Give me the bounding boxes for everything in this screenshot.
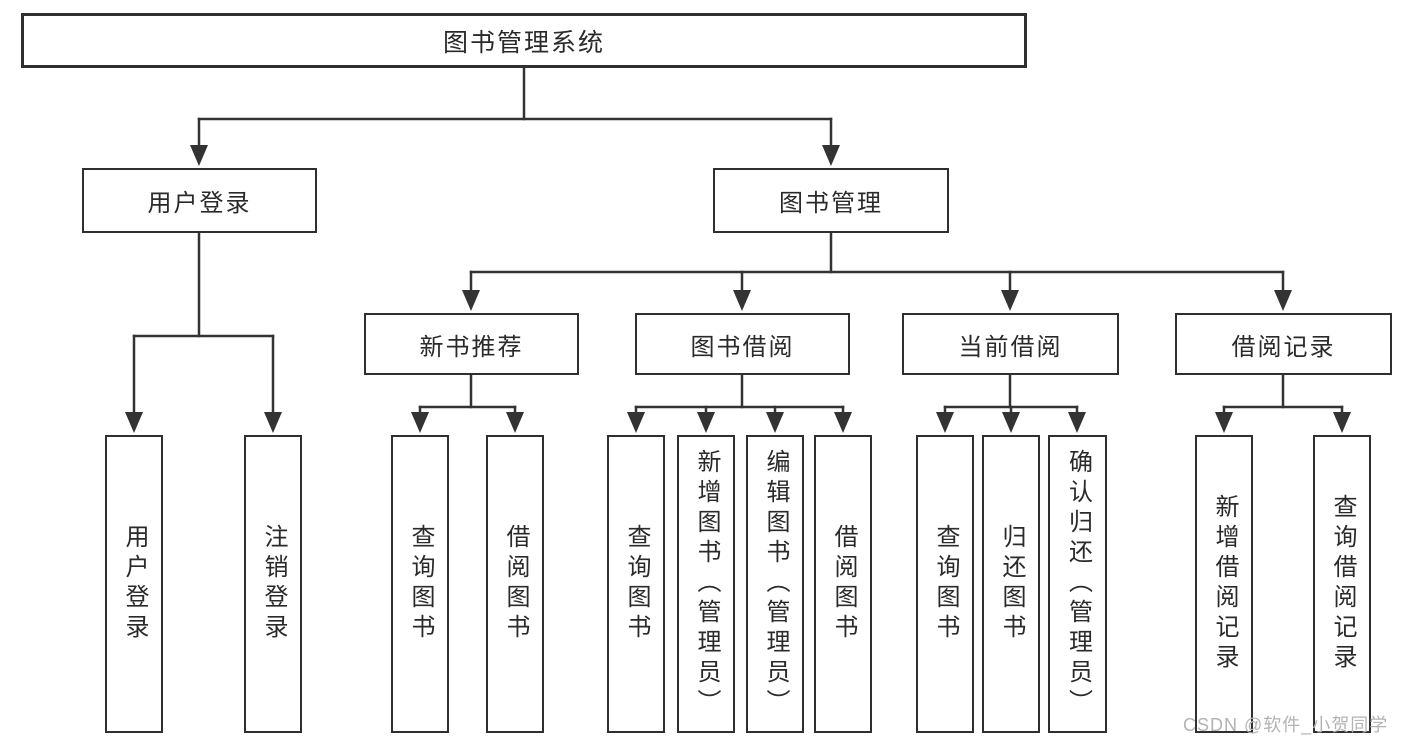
- leaf-bb-borrow-books-label: 借阅图书: [830, 524, 857, 644]
- leaf-cb-return-books: 归还图书: [982, 435, 1040, 733]
- node-book-management-label: 图书管理: [779, 190, 883, 217]
- leaf-br-add-record: 新增借阅记录: [1195, 435, 1253, 733]
- leaf-logout: 注销登录: [244, 435, 302, 733]
- leaf-nb-query-books: 查询图书: [391, 435, 449, 733]
- node-borrow-records: 借阅记录: [1175, 313, 1392, 375]
- node-current-borrow-label: 当前借阅: [958, 333, 1063, 361]
- node-user-login: 用户登录: [82, 168, 317, 233]
- leaf-cb-confirm-return: 确认归还（管理员）: [1048, 435, 1107, 733]
- node-book-management: 图书管理: [713, 168, 949, 233]
- leaf-bb-edit-books-label: 编辑图书（管理员）: [762, 449, 789, 719]
- leaf-bb-borrow-books: 借阅图书: [814, 435, 872, 733]
- leaf-user-login: 用户登录: [105, 435, 163, 733]
- leaf-cb-query-books: 查询图书: [916, 435, 974, 733]
- node-borrow-records-label: 借阅记录: [1231, 333, 1336, 361]
- leaf-br-query-record-label: 查询借阅记录: [1329, 494, 1356, 674]
- leaf-nb-query-books-label: 查询图书: [407, 524, 434, 644]
- leaf-cb-query-books-label: 查询图书: [932, 524, 959, 644]
- node-root-system-label: 图书管理系统: [442, 28, 605, 57]
- leaf-nb-borrow-books: 借阅图书: [486, 435, 544, 733]
- leaf-br-add-record-label: 新增借阅记录: [1211, 494, 1238, 674]
- node-book-borrow: 图书借阅: [635, 313, 850, 375]
- leaf-bb-query-books: 查询图书: [607, 435, 665, 733]
- node-current-borrow: 当前借阅: [902, 313, 1119, 375]
- node-book-borrow-label: 图书借阅: [690, 333, 795, 361]
- watermark: CSDN @软件_小贺同学: [1183, 715, 1389, 735]
- leaf-logout-label: 注销登录: [260, 524, 287, 644]
- leaf-bb-query-books-label: 查询图书: [623, 524, 650, 644]
- node-new-book-recommend: 新书推荐: [364, 313, 579, 375]
- node-user-login-label: 用户登录: [147, 190, 252, 217]
- leaf-bb-add-books: 新增图书（管理员）: [677, 435, 735, 733]
- leaf-bb-add-books-label: 新增图书（管理员）: [693, 449, 720, 719]
- leaf-cb-confirm-return-label: 确认归还（管理员）: [1064, 449, 1092, 719]
- node-new-book-recommend-label: 新书推荐: [419, 333, 524, 361]
- leaf-nb-borrow-books-label: 借阅图书: [502, 524, 529, 644]
- leaf-br-query-record: 查询借阅记录: [1313, 435, 1371, 733]
- leaf-user-login-label: 用户登录: [121, 524, 148, 644]
- leaf-cb-return-books-label: 归还图书: [998, 524, 1025, 644]
- node-root-system: 图书管理系统: [21, 13, 1027, 68]
- leaf-bb-edit-books: 编辑图书（管理员）: [746, 435, 804, 733]
